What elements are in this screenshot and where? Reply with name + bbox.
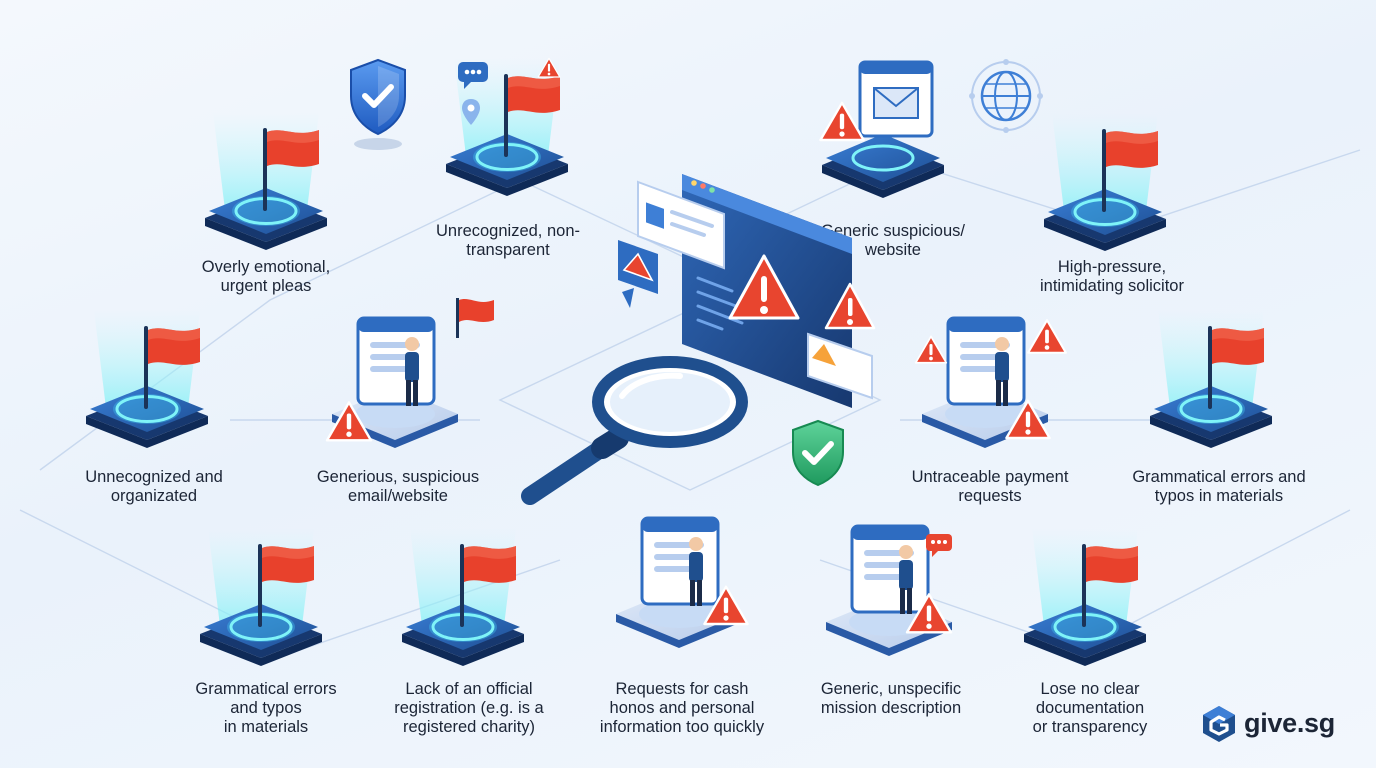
label-untraceable-payment: Untraceable payment requests [911,468,1069,505]
label-unnecognized-organizated: Unnecognized and organizated [85,468,223,505]
label-lose-documentation: Lose no clear documentation or transpare… [1032,680,1148,736]
red-flag-icon [1030,103,1180,253]
label-requests-cash: Requests for cash honos and personal inf… [599,680,765,736]
globe-icon [969,59,1043,133]
red-flag-icon [456,298,494,338]
label-grammatical-errors-left: Grammatical errors and typos in material… [195,680,337,736]
label-generic-mission: Generic, unspecific mission description [820,680,962,717]
red-flag-icon [388,518,538,668]
warning-triangle-icon [324,400,374,444]
red-flag-icon [191,102,341,252]
label-grammatical-errors-right: Grammatical errors and typos in material… [1132,468,1306,505]
warning-triangle-icon [537,57,561,79]
label-overly-emotional: Overly emotional, urgent pleas [201,258,331,295]
label-unrecognized-non-transparent: Unrecognized, non- transparent [435,222,580,259]
red-flag-icon [1136,300,1286,450]
warning-triangle-icon [1026,318,1068,356]
envelope-icon [858,60,934,138]
chat-bubble-icon [926,534,952,557]
red-flag-icon [1010,518,1160,668]
give-sg-logo: give.sg [1200,704,1350,744]
red-flag-platform-lack-registration [388,518,538,668]
shield-check-icon [350,58,406,150]
warning-triangle-icon [702,584,750,628]
label-generic-suspicious-website: Generic suspicious/ website [821,222,965,259]
label-lack-registration: Lack of an official registration (e.g. i… [394,680,544,736]
chat-bubble-icon [458,62,488,89]
magnifying-glass-icon [521,356,748,505]
label-generious-email: Generious, suspicious email/website [316,468,480,505]
warning-triangle-icon [914,334,948,366]
red-flag-platform-grammatical-left [186,518,336,668]
warning-triangle-icon [904,592,954,636]
give-sg-hexagon-icon [1203,706,1235,742]
red-flag-platform-grammatical-right [1136,300,1286,450]
location-pin-icon [462,99,480,125]
brand-name: give.sg [1244,708,1335,738]
central-screen-illustration [618,174,876,408]
shield-check-icon [792,419,844,487]
red-flag-platform-high-pressure [1030,103,1180,253]
red-flag-icon [72,300,222,450]
warning-triangle-icon [1004,398,1052,442]
warning-triangle-icon [818,100,866,144]
red-flag-platform-lose-documentation [1010,518,1160,668]
label-high-pressure: High-pressure, intimidating solicitor [1040,258,1184,295]
red-flag-platform-overly-emotional [191,102,341,252]
red-flag-platform-unnecognized-organizated [72,300,222,450]
red-flag-icon [186,518,336,668]
platform-generic-suspicious-website [808,52,958,202]
